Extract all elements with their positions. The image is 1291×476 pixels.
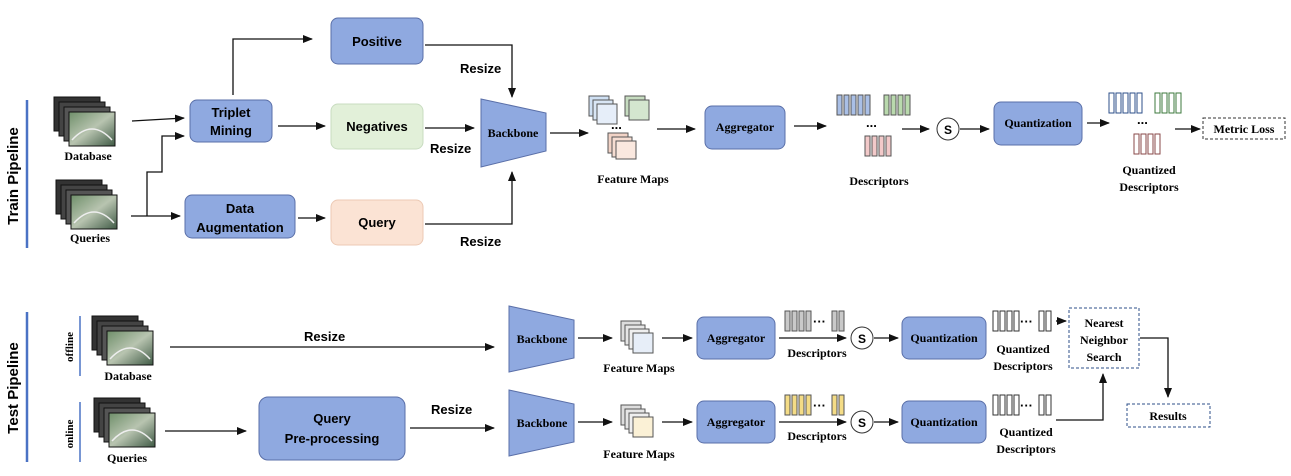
data-augmentation-box bbox=[184, 194, 296, 239]
train-descriptors-icon bbox=[836, 94, 911, 157]
test-aggregator-offline-label: Aggregator bbox=[707, 331, 766, 345]
nn-search-label-2: Neighbor bbox=[1080, 333, 1129, 347]
train-aggregator-box bbox=[704, 105, 786, 150]
test-database-label: Database bbox=[104, 369, 152, 383]
triplet-mining-box bbox=[189, 99, 273, 143]
train-quantization-label: Quantization bbox=[1004, 116, 1072, 130]
train-quantized-label-2: Descriptors bbox=[1119, 180, 1179, 194]
query-preprocessing-box bbox=[258, 396, 406, 461]
test-queries-label: Queries bbox=[107, 451, 147, 465]
results-label: Results bbox=[1149, 409, 1187, 423]
train-descriptors-ellipsis: ... bbox=[866, 115, 877, 130]
test-quantization-online-box bbox=[901, 400, 987, 444]
test-section-label: Test Pipeline bbox=[5, 342, 22, 433]
query-label: Query bbox=[358, 215, 396, 230]
test-quantized-online-label-1: Quantized bbox=[999, 425, 1053, 439]
test-backbone-online-box bbox=[508, 389, 575, 457]
train-resize-mid: Resize bbox=[430, 141, 471, 156]
test-s-online-label: S bbox=[858, 416, 866, 430]
metric-loss-label: Metric Loss bbox=[1214, 122, 1275, 136]
test-database-image-stack bbox=[91, 315, 154, 366]
test-descriptors-offline-label: Descriptors bbox=[787, 346, 847, 360]
train-feature-maps-ellipsis: ... bbox=[611, 117, 622, 132]
query-box bbox=[330, 199, 424, 246]
test-quantized-online-ellipsis: ··· bbox=[1020, 398, 1033, 413]
test-s-online-circle bbox=[850, 410, 874, 434]
train-database-label: Database bbox=[64, 149, 112, 163]
negatives-box bbox=[330, 103, 424, 150]
train-resize-top: Resize bbox=[460, 61, 501, 76]
test-descriptors-online-label: Descriptors bbox=[787, 429, 847, 443]
metric-loss-box bbox=[1202, 117, 1286, 140]
test-feature-maps-online-label: Feature Maps bbox=[603, 447, 675, 461]
train-quantized-label-1: Quantized bbox=[1122, 163, 1176, 177]
triplet-mining-label-2: Mining bbox=[210, 123, 252, 138]
positive-box bbox=[330, 17, 424, 65]
test-backbone-offline-label: Backbone bbox=[517, 332, 568, 346]
train-quantization-box bbox=[993, 101, 1083, 146]
test-aggregator-online-label: Aggregator bbox=[707, 415, 766, 429]
nn-search-label-3: Search bbox=[1086, 350, 1121, 364]
test-aggregator-offline-box bbox=[696, 316, 776, 360]
test-quantization-online-label: Quantization bbox=[910, 415, 978, 429]
test-quantized-offline-label-2: Descriptors bbox=[993, 359, 1053, 373]
positive-label: Positive bbox=[352, 34, 402, 49]
test-descriptors-offline-ellipsis: ··· bbox=[813, 314, 826, 329]
train-resize-bottom: Resize bbox=[460, 234, 501, 249]
nn-search-label-1: Nearest bbox=[1084, 316, 1123, 330]
triplet-mining-label-1: Triplet bbox=[211, 105, 251, 120]
train-database-image-stack bbox=[53, 96, 116, 147]
test-s-offline-label: S bbox=[858, 332, 866, 346]
results-box bbox=[1126, 403, 1211, 428]
test-descriptors-online-ellipsis: ··· bbox=[813, 398, 826, 413]
train-quantized-ellipsis: ... bbox=[1137, 112, 1148, 127]
train-feature-maps-icon bbox=[588, 95, 650, 160]
train-aggregator-label: Aggregator bbox=[716, 120, 775, 134]
test-backbone-offline-box bbox=[508, 305, 575, 373]
test-feature-maps-offline-icon bbox=[620, 320, 654, 354]
train-descriptors-label: Descriptors bbox=[849, 174, 909, 188]
test-feature-maps-offline-label: Feature Maps bbox=[603, 361, 675, 375]
nearest-neighbor-search-box bbox=[1068, 307, 1140, 369]
test-quantized-offline-ellipsis: ··· bbox=[1020, 314, 1033, 329]
train-backbone-box bbox=[480, 98, 547, 168]
test-s-offline-circle bbox=[850, 326, 874, 350]
query-preprocessing-label-1: Query bbox=[313, 411, 351, 426]
test-feature-maps-online-icon bbox=[620, 404, 654, 438]
test-backbone-online-label: Backbone bbox=[517, 416, 568, 430]
test-quantization-offline-label: Quantization bbox=[910, 331, 978, 345]
test-quantization-offline-box bbox=[901, 316, 987, 360]
test-descriptors-online-icon bbox=[784, 394, 845, 416]
train-section-label: Train Pipeline bbox=[5, 127, 22, 225]
train-s-label: S bbox=[944, 123, 952, 137]
train-quantized-descriptors-icon bbox=[1108, 92, 1182, 155]
test-quantized-online-label-2: Descriptors bbox=[996, 442, 1056, 456]
query-preprocessing-label-2: Pre-processing bbox=[285, 431, 380, 446]
train-s-circle bbox=[936, 117, 960, 141]
test-quantized-online-icon bbox=[992, 394, 1052, 416]
data-augmentation-label-1: Data bbox=[226, 201, 255, 216]
offline-label: offline bbox=[64, 332, 76, 362]
test-queries-image-stack bbox=[93, 397, 156, 448]
test-quantized-offline-label-1: Quantized bbox=[996, 342, 1050, 356]
train-queries-label: Queries bbox=[70, 231, 110, 245]
test-descriptors-offline-icon bbox=[784, 310, 845, 332]
train-backbone-label: Backbone bbox=[488, 126, 539, 140]
negatives-label: Negatives bbox=[346, 119, 407, 134]
test-quantized-offline-icon bbox=[992, 310, 1052, 332]
test-resize-online: Resize bbox=[431, 402, 472, 417]
train-feature-maps-label: Feature Maps bbox=[597, 172, 669, 186]
data-augmentation-label-2: Augmentation bbox=[196, 220, 283, 235]
online-label: online bbox=[64, 420, 76, 449]
test-aggregator-online-box bbox=[696, 400, 776, 444]
test-resize-offline: Resize bbox=[304, 329, 345, 344]
train-queries-image-stack bbox=[55, 179, 118, 230]
